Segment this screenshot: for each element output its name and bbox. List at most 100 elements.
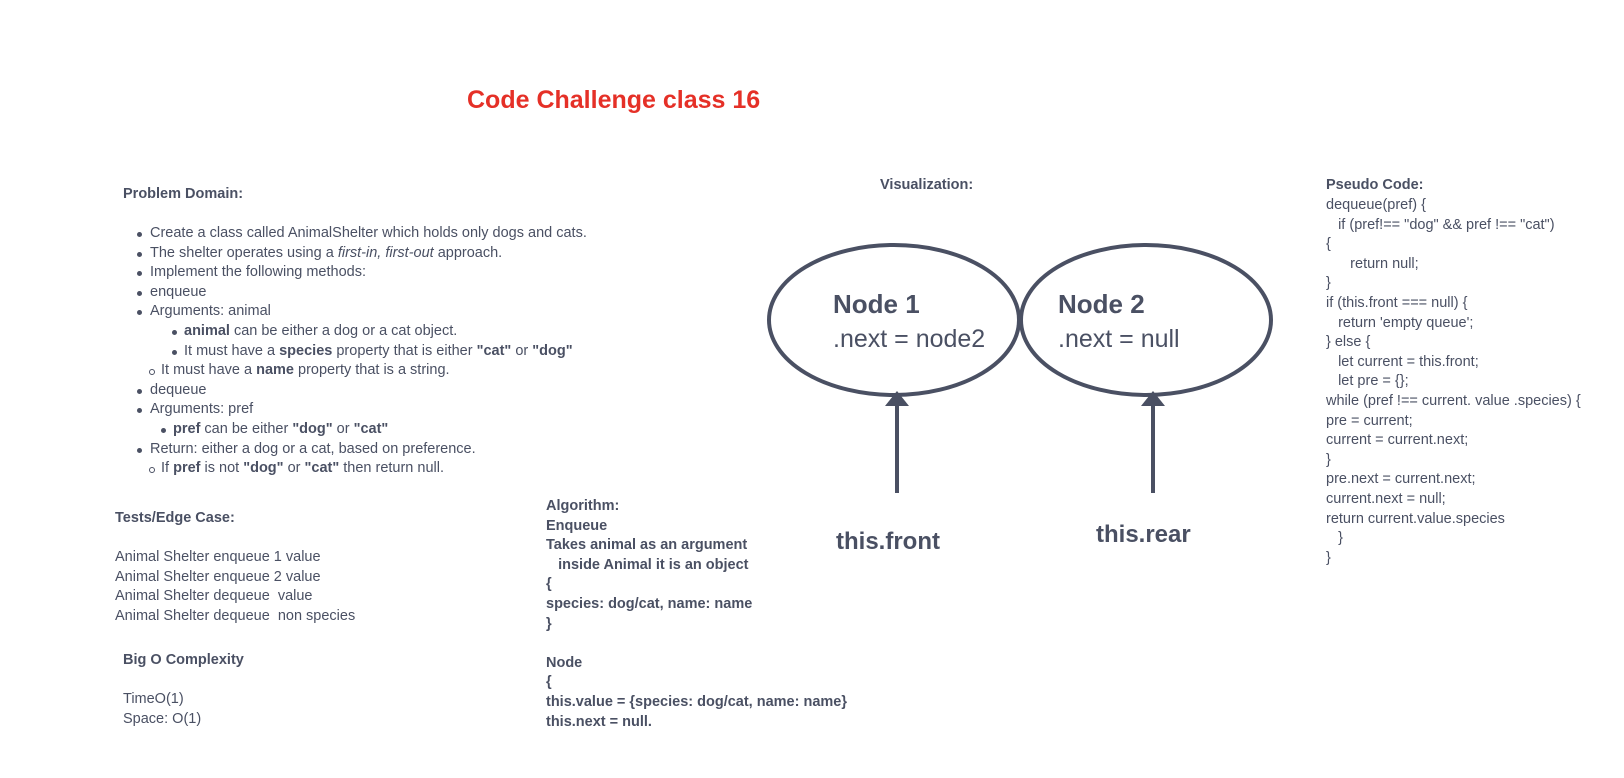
pseudo-code-line: dequeue(pref) { — [1326, 197, 1426, 213]
problem-item-text: pref — [173, 460, 201, 477]
algorithm-line: { — [546, 674, 552, 691]
problem-list-item: If pref is not "dog" or "cat" then retur… — [123, 459, 587, 479]
problem-item-text: "dog" — [532, 342, 573, 359]
problem-list-item: pref can be either "dog" or "cat" — [123, 420, 587, 440]
problem-item-text: It must have a — [184, 342, 280, 359]
visualization-heading: Visualization: — [880, 177, 974, 193]
problem-item-text: enqueue — [150, 283, 207, 300]
test-case-line: Animal Shelter dequeue value — [115, 588, 313, 605]
pseudo-code-line: if (pref!== "dog" && pref !== "cat") — [1326, 216, 1555, 233]
problem-item-text: Arguments: pref — [150, 401, 254, 418]
problem-item-text: first-in, first-out — [337, 244, 434, 261]
algorithm-line: Node — [546, 654, 583, 671]
problem-list-item: dequeue — [123, 381, 587, 401]
problem-item-text: approach. — [433, 244, 503, 261]
front-arrow-head — [885, 391, 909, 406]
problem-item-text: It must have a — [161, 362, 257, 379]
problem-item-text: pref — [173, 420, 201, 437]
page-title: Code Challenge class 16 — [467, 86, 761, 114]
problem-item-text: property that is either — [332, 342, 477, 359]
algorithm-line: this.value = {species: dog/cat, name: na… — [546, 693, 847, 710]
problem-item-text: Arguments: animal — [150, 303, 271, 320]
pseudo-code-line: return current.value.species — [1326, 510, 1505, 527]
pseudo-code-line: let current = this.front; — [1326, 353, 1479, 370]
pseudo-code-line: } — [1326, 451, 1331, 468]
pseudo-code-line: pre = current; — [1326, 412, 1413, 429]
test-case-line: Animal Shelter dequeue non species — [115, 607, 356, 624]
pseudo-code-line: if (this.front === null) { — [1326, 294, 1468, 311]
problem-list-item: enqueue — [123, 283, 587, 303]
problem-item-text: animal — [184, 322, 230, 339]
algorithm-line: { — [546, 576, 552, 593]
pseudo-code-line: return 'empty queue'; — [1326, 314, 1474, 331]
pseudo-code-line: } — [1326, 530, 1343, 547]
problem-item-text: then return null. — [339, 460, 445, 477]
problem-item-text: "dog" — [292, 420, 333, 437]
pseudo-code-heading: Pseudo Code: — [1326, 177, 1424, 193]
node2-next: .next = null — [1058, 325, 1180, 353]
problem-item-text: Implement the following methods: — [150, 264, 366, 281]
problem-item-text: name — [256, 362, 294, 379]
bigo-heading: Big O Complexity — [123, 652, 244, 668]
tests-heading: Tests/Edge Case: — [115, 510, 235, 526]
problem-list-item: It must have a species property that is … — [123, 342, 587, 362]
pseudo-code-line: pre.next = current.next; — [1326, 471, 1476, 488]
problem-list-item: Arguments: pref — [123, 400, 587, 420]
complexity-line: Space: O(1) — [123, 710, 202, 727]
bigo-list: TimeO(1) Space: O(1) — [123, 690, 201, 729]
algorithm-line: Enqueue — [546, 517, 608, 534]
algorithm-line: Algorithm: — [546, 498, 620, 514]
algorithm-line: } — [546, 615, 552, 632]
algorithm-line: inside Animal it is an object — [546, 556, 749, 573]
node1-ellipse — [767, 243, 1021, 397]
pseudo-code-block: dequeue(pref) { if (pref!== "dog" && pre… — [1326, 196, 1581, 568]
problem-item-text: can be either a dog or a cat object. — [229, 322, 458, 339]
pseudo-code-line: current.next = null; — [1326, 490, 1446, 507]
rear-label: this.rear — [1096, 521, 1191, 548]
pseudo-code-line: } else { — [1326, 334, 1371, 351]
problem-item-text: If — [161, 460, 174, 477]
pseudo-code-line: } — [1326, 275, 1331, 292]
problem-item-text: species — [279, 342, 333, 359]
problem-item-text: "cat" — [476, 342, 512, 359]
rear-arrow-head — [1141, 391, 1165, 406]
problem-item-text: can be either — [200, 420, 293, 437]
pseudo-code-line: let pre = {}; — [1326, 373, 1409, 390]
algorithm-line: species: dog/cat, name: name — [546, 595, 753, 612]
problem-item-text: property that is a string. — [294, 362, 450, 379]
pseudo-code-line: current = current.next; — [1326, 432, 1469, 449]
node2-ellipse — [1019, 243, 1273, 397]
problem-list-item: The shelter operates using a first-in, f… — [123, 244, 587, 264]
problem-item-text: The shelter operates using a — [150, 244, 338, 261]
pseudo-code-line: } — [1326, 549, 1331, 566]
pseudo-code-line: return null; — [1326, 255, 1419, 272]
front-label: this.front — [836, 528, 940, 555]
problem-item-text: or — [283, 460, 305, 477]
node1-title: Node 1 — [833, 289, 920, 319]
problem-list-item: Implement the following methods: — [123, 263, 587, 283]
problem-list-item: Arguments: animal — [123, 302, 587, 322]
problem-item-text: Return: either a dog or a cat, based on … — [150, 440, 476, 457]
problem-item-text: "cat" — [304, 460, 340, 477]
problem-item-text: Create a class called AnimalShelter whic… — [150, 225, 587, 241]
problem-list-item: animal can be either a dog or a cat obje… — [123, 322, 587, 342]
test-case-line: Animal Shelter enqueue 2 value — [115, 568, 321, 585]
problem-list-item: Return: either a dog or a cat, based on … — [123, 440, 587, 460]
problem-item-text: or — [511, 342, 533, 359]
test-case-line: Animal Shelter enqueue 1 value — [115, 549, 321, 565]
pseudo-code-line: while (pref !== current. value .species)… — [1326, 392, 1581, 409]
problem-item-text: or — [332, 420, 354, 437]
complexity-line: TimeO(1) — [123, 691, 184, 707]
problem-list-item: Create a class called AnimalShelter whic… — [123, 224, 587, 244]
node2-title: Node 2 — [1058, 289, 1145, 319]
algorithm-line: this.next = null. — [546, 713, 652, 730]
node1-next: .next = node2 — [833, 325, 985, 353]
problem-item-text: "cat" — [353, 420, 389, 437]
problem-domain-heading: Problem Domain: — [123, 186, 244, 202]
problem-list-item: It must have a name property that is a s… — [123, 361, 587, 381]
problem-item-text: dequeue — [150, 381, 207, 398]
problem-item-text: is not — [200, 460, 244, 477]
